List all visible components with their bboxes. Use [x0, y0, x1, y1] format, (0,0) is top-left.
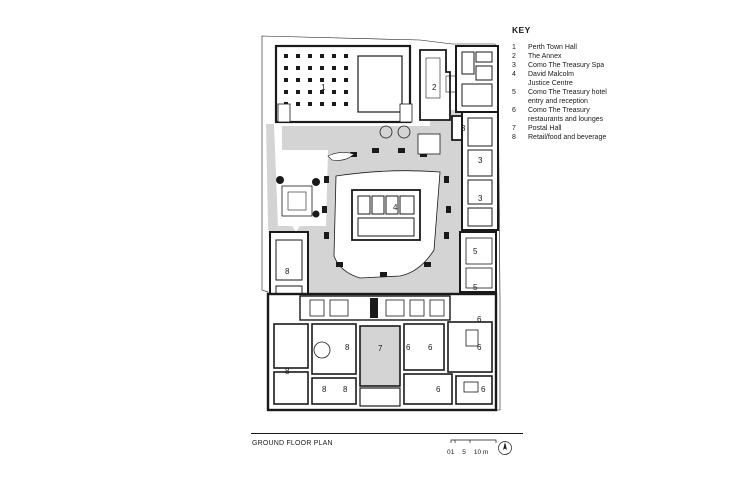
justice-centre-building — [322, 133, 451, 279]
room-label-8d: 8 — [322, 385, 327, 394]
room-label-3a: 3 — [461, 124, 466, 133]
column-mark — [296, 78, 300, 82]
key-item-1: 1 Perth Town Hall — [512, 43, 742, 52]
column-mark — [284, 78, 288, 82]
column-mark — [332, 78, 336, 82]
room-label-3c: 3 — [478, 194, 483, 203]
key-item-number: 7 — [512, 125, 516, 132]
column-mark — [320, 78, 324, 82]
key-item-number: 6 — [512, 107, 516, 114]
room-label-5b: 5 — [473, 283, 478, 292]
room-label-5a: 5 — [473, 247, 478, 256]
key-item-number: 8 — [512, 134, 516, 141]
treasury-east-wing — [451, 45, 499, 293]
room-label-3b: 3 — [478, 156, 483, 165]
room-label-8c: 8 — [285, 367, 290, 376]
column-mark — [344, 54, 348, 58]
treasury-south-block — [266, 292, 498, 412]
column-mark — [308, 102, 312, 106]
key-item-number: 2 — [512, 53, 516, 60]
column-mark — [344, 102, 348, 106]
key-item-text: Perth Town Hall — [528, 44, 577, 51]
caption-rule — [251, 433, 523, 434]
column-mark — [308, 78, 312, 82]
key-title: KEY — [512, 25, 531, 35]
room-labels: 1 2 3 3 3 4 5 5 6 6 6 6 6 6 7 8 8 8 8 8 — [285, 83, 486, 394]
column-mark — [284, 54, 288, 58]
room-label-2: 2 — [432, 83, 437, 92]
column-mark — [308, 66, 312, 70]
room-label-8a: 8 — [285, 267, 290, 276]
column-mark — [332, 66, 336, 70]
courtyard-east — [430, 110, 462, 300]
column-mark — [320, 102, 324, 106]
room-label-1: 1 — [321, 83, 326, 92]
column-mark — [296, 54, 300, 58]
scale-bar — [450, 439, 497, 443]
key-item-text: Como The Treasury hotel entry and recept… — [528, 89, 607, 105]
key-item-number: 1 — [512, 44, 516, 51]
room-label-8b: 8 — [345, 343, 350, 352]
key-item-6: 6 Como The Treasury restaurants and loung… — [512, 106, 742, 124]
column-mark — [332, 54, 336, 58]
column-mark — [344, 90, 348, 94]
scale-label-5: 5 — [462, 449, 466, 456]
column-mark — [320, 66, 324, 70]
column-mark — [344, 66, 348, 70]
room-label-6a: 6 — [477, 315, 482, 324]
room-label-7: 7 — [378, 344, 383, 353]
column-mark — [296, 90, 300, 94]
room-label-6f: 6 — [481, 385, 486, 394]
plan-caption: GROUND FLOOR PLAN — [252, 440, 333, 447]
key-item-4: 4 David Malcolm Justice Centre — [512, 70, 742, 88]
scale-label-0: 01 — [447, 449, 455, 456]
site-boundary — [261, 35, 501, 411]
key-item-text: David Malcolm Justice Centre — [528, 71, 574, 87]
room-label-6c: 6 — [428, 343, 433, 352]
key-item-text: Postal Hall — [528, 125, 562, 132]
column-mark — [320, 54, 324, 58]
courtyard-planter — [276, 125, 411, 218]
column-mark — [308, 90, 312, 94]
column-mark — [332, 102, 336, 106]
column-mark — [332, 90, 336, 94]
key-item-number: 4 — [512, 71, 516, 78]
column-mark — [284, 90, 288, 94]
room-label-6e: 6 — [436, 385, 441, 394]
key-item-number: 5 — [512, 89, 516, 96]
town-hall-building — [274, 44, 413, 124]
room-label-6b: 6 — [406, 343, 411, 352]
column-mark — [284, 66, 288, 70]
column-mark — [344, 78, 348, 82]
key-item-text: Retail/food and beverage — [528, 134, 607, 141]
key-item-number: 3 — [512, 62, 516, 69]
scale-label-10: 10 m — [473, 449, 489, 456]
room-label-6d: 6 — [477, 343, 482, 352]
key-item-text: Como The Treasury Spa — [528, 62, 605, 69]
scale-labels: 01 5 10 m — [447, 449, 488, 456]
key-item-7: 7 Postal Hall — [512, 124, 742, 133]
column-mark — [320, 90, 324, 94]
column-mark — [296, 66, 300, 70]
column-mark — [296, 102, 300, 106]
key-item-8: 8 Retail/food and beverage — [512, 133, 742, 142]
key-item-5: 5 Como The Treasury hotel entry and recep… — [512, 88, 742, 106]
room-label-4: 4 — [393, 203, 398, 212]
key-item-text: The Annex — [528, 53, 562, 60]
annex-building — [419, 49, 459, 121]
key-item-3: 3 Como The Treasury Spa — [512, 61, 742, 70]
key-item-2: 2 The Annex — [512, 52, 742, 61]
room-label-8e: 8 — [343, 385, 348, 394]
north-arrow-icon — [498, 441, 512, 455]
column-mark — [308, 54, 312, 58]
key-item-text: Como The Treasury restaurants and lounge… — [528, 107, 604, 123]
